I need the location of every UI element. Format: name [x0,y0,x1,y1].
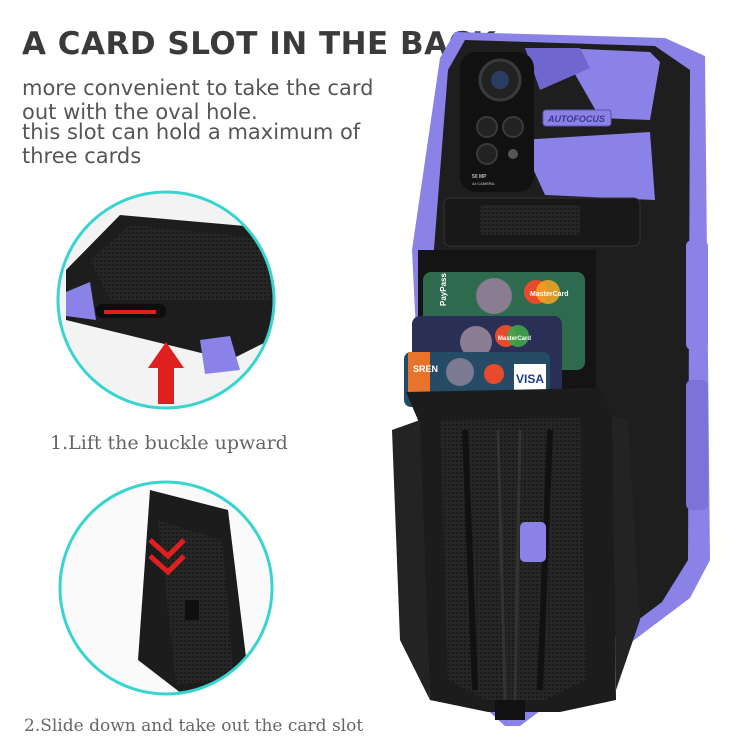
svg-text:MasterCard: MasterCard [498,336,531,342]
description-line-2: out with the oval hole. [22,100,258,124]
side-bumpers [520,240,708,562]
camera-spec-sublabel: AI CAMERA [472,181,495,186]
svg-text:SREN: SREN [413,364,438,374]
description-line-1: more convenient to take the card [22,76,374,100]
description-line-3: this slot can hold a maximum of [22,120,361,144]
headline: A CARD SLOT IN THE BACK [22,26,497,62]
visa-logo: VISA [516,372,544,386]
red-arrow-up-icon [148,342,184,404]
detail-circle-slide [58,480,274,696]
autofocus-label: AUTOFOCUS [547,114,605,124]
step-2-caption: 2.Slide down and take out the card slot [24,716,364,736]
svg-text:MasterCard: MasterCard [530,291,569,298]
red-chevron-down-icon [148,538,186,576]
svg-text:PayPass: PayPass [439,273,448,306]
camera-spec-label: 50 MP [472,174,487,180]
credit-cards: MasterCard PayPass MasterCard SREN VISA [404,272,585,407]
card-holder-plate [392,388,640,720]
description-line-4: three cards [22,144,142,168]
detail-circle-lift [56,190,276,410]
step-1-caption: 1.Lift the buckle upward [50,432,288,454]
